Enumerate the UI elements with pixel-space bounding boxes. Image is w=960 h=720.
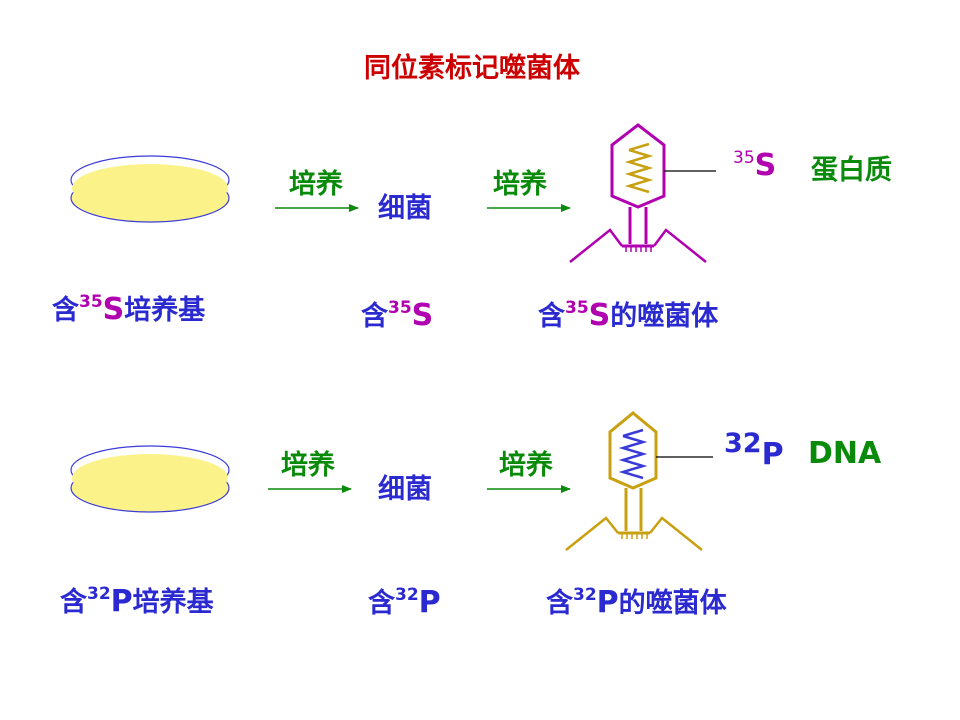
bacteria-prefix-p32: 含 xyxy=(368,588,395,619)
medium-label-s35: 含35S培养基 xyxy=(52,288,205,327)
isotope-element-s35: S xyxy=(754,148,777,183)
medium-mass-p32: 32 xyxy=(87,584,111,604)
phage-label-s35: 含35S的噬菌体 xyxy=(538,294,718,333)
process-label-s35-2: 培养 xyxy=(493,169,547,200)
medium-prefix-s35: 含 xyxy=(52,295,79,326)
bacteria-label-p32: 细菌 xyxy=(378,474,432,505)
phage-suffix-p32: 的噬菌体 xyxy=(618,588,727,619)
medium-suffix-s35: 培养基 xyxy=(124,295,206,326)
bacteria-mass-s35: 35 xyxy=(388,298,412,318)
phage-mass-p32: 32 xyxy=(573,585,597,605)
medium-label-p32: 含32P培养基 xyxy=(60,580,214,619)
process-label-s35-1: 培养 xyxy=(289,169,343,200)
bacteria-element-s35: S xyxy=(411,298,434,333)
phage-suffix-s35: 的噬菌体 xyxy=(610,301,719,332)
phage-prefix-p32: 含 xyxy=(546,588,573,619)
isotope-element-p32: P xyxy=(761,437,784,472)
isotope-mass-s35: 35 xyxy=(733,148,755,168)
bacteria-label-s35: 细菌 xyxy=(378,193,432,224)
bacteria-isotope-label-s35: 含35S xyxy=(361,294,433,333)
component-label-dna: DNA xyxy=(808,436,882,471)
phage-p32 xyxy=(565,411,713,551)
phage-element-s35: S xyxy=(588,298,611,333)
bacteria-mass-p32: 32 xyxy=(395,585,419,605)
medium-element-p32: P xyxy=(110,584,133,619)
page-title: 同位素标记噬菌体 xyxy=(364,53,580,84)
medium-suffix-p32: 培养基 xyxy=(132,587,214,618)
process-label-p32-1: 培养 xyxy=(281,450,335,481)
phage-mass-s35: 35 xyxy=(565,298,589,318)
process-label-p32-2: 培养 xyxy=(499,450,553,481)
isotope-tag-s35: 35S xyxy=(733,148,776,183)
medium-prefix-p32: 含 xyxy=(60,587,87,618)
component-label-protein: 蛋白质 xyxy=(811,155,892,186)
phage-label-p32: 含32P的噬菌体 xyxy=(546,581,727,620)
petri-dish-p32 xyxy=(70,445,230,513)
isotope-mass-p32: 32 xyxy=(724,428,762,459)
medium-element-s35: S xyxy=(102,292,125,327)
petri-dish-s35 xyxy=(70,155,230,223)
phage-s35 xyxy=(569,123,716,263)
bacteria-element-p32: P xyxy=(418,585,441,620)
bacteria-prefix-s35: 含 xyxy=(361,301,388,332)
phage-element-p32: P xyxy=(596,585,619,620)
phage-prefix-s35: 含 xyxy=(538,301,565,332)
isotope-tag-p32: 32P xyxy=(724,430,784,472)
medium-mass-s35: 35 xyxy=(79,292,103,312)
bacteria-isotope-label-p32: 含32P xyxy=(368,581,441,620)
